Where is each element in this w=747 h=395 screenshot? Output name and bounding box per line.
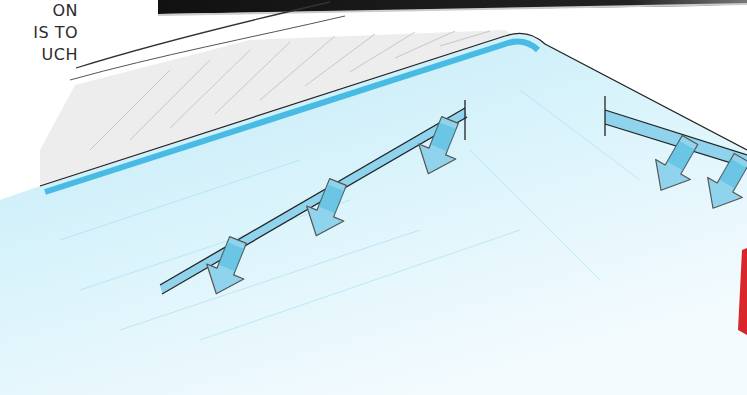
airflow-arrow [644, 130, 708, 200]
note-text: IS TO [33, 23, 78, 42]
vent-bar-end [604, 96, 605, 136]
airflow-arrow [696, 148, 747, 218]
airflow-arrow [198, 233, 257, 302]
note-text: ON [52, 1, 78, 20]
band-edge [158, 4, 747, 15]
panel-edge [40, 33, 747, 186]
airflow-arrow [298, 175, 357, 244]
pencil-shading [60, 90, 640, 340]
photo-band [158, 0, 747, 14]
airflow-arrow [410, 113, 469, 182]
vent-bar [160, 108, 467, 293]
vent-bar-end [464, 100, 465, 140]
note-text: UCH [42, 45, 78, 64]
ceiling-panel [0, 33, 747, 395]
vent-bar-line [160, 108, 465, 285]
red-mark [738, 248, 747, 335]
